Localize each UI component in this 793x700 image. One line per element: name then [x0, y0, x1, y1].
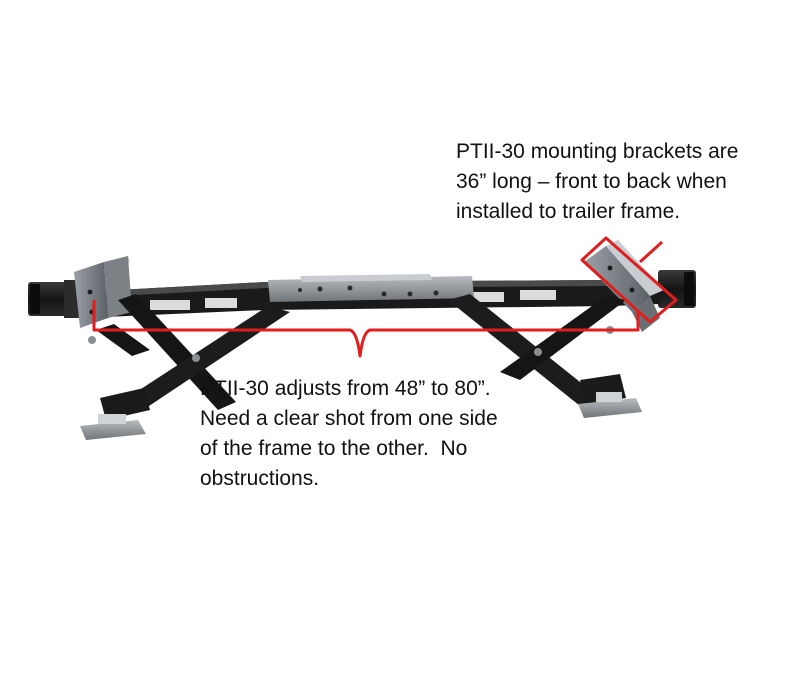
brackets-callout: PTII-30 mounting brackets are 36” long –…: [456, 137, 738, 227]
span-brace-icon: [92, 300, 640, 358]
brackets-callout-line-3: installed to trailer frame.: [456, 200, 681, 223]
adjust-callout: PTII-30 adjusts from 48” to 80”. Need a …: [200, 374, 498, 494]
right-crank-tube: [658, 270, 696, 308]
center-slide-plate: [268, 274, 474, 302]
bracket-outline-icon: [580, 236, 678, 324]
left-mounting-bracket: [74, 256, 132, 328]
left-crank-tube: [28, 280, 86, 318]
brackets-callout-line-2: 36” long – front to back when: [456, 170, 727, 193]
brackets-callout-line-1: PTII-30 mounting brackets are: [456, 140, 739, 163]
left-scissor-legs: [88, 294, 290, 420]
right-foot-plate: [578, 392, 642, 418]
adjust-callout-line-2: Need a clear shot from one side: [200, 407, 498, 430]
left-foot-plate: [80, 414, 146, 440]
adjust-callout-line-4: obstructions.: [200, 467, 320, 490]
adjust-callout-line-1: PTII-30 adjusts from 48” to 80”.: [200, 377, 491, 400]
adjust-callout-line-3: of the frame to the other. No: [200, 437, 468, 460]
